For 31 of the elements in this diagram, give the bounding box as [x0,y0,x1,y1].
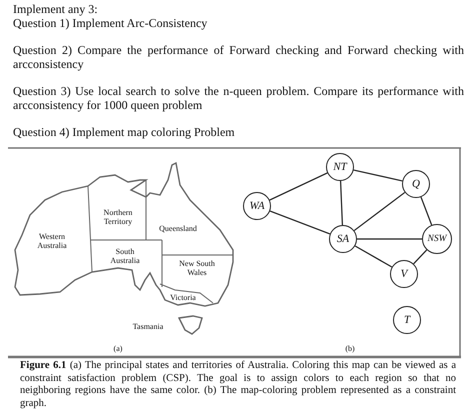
constraint-edge [270,210,330,235]
constraint-edge [354,245,392,268]
constraint-edge [413,250,428,264]
variable-node: WA [243,192,271,220]
question-text: Question 4) Implement map coloring Problem [13,125,236,139]
variable-node: T [393,306,421,334]
region-label: Queensland [158,224,198,233]
variable-node: SA [329,225,357,253]
figure-caption: Figure 6.1 (a) The principal states and territories of Australia. Coloring this map can be viewed as a constraint satisfaction problem (CSP). The goal is to assign colors to each region so that no neighboring regions have the same color. (b) The map-coloring problem represented as a constraint graph. [20,360,456,410]
constraint-edge [357,238,422,240]
variable-node: V [390,260,418,288]
constraint-edge [354,192,406,232]
region-label: Victoria [169,293,197,302]
constraint-edge [354,169,402,182]
region-label: South Australia [109,247,141,265]
region-label: Tasmania [132,322,164,331]
variable-node: NSW [422,224,452,254]
region-label: New South Wales [178,259,216,277]
constraint-edge [340,180,344,226]
variable-node: NT [326,153,354,181]
region-label: Western Australia [36,232,68,250]
question-text: Question 1) Implement Arc-Consistency [13,16,208,30]
question-text: Question 3) Use local search to solve the n-queen problem. Compare its performance with arcconsistency for 1000 queen problem [13,84,464,112]
constraint-edge [420,196,432,226]
panel-label: (a) [112,344,124,353]
panel-label: (b) [344,344,356,353]
constraint-edge [269,172,328,201]
question-text: Question 2) Compare the performance of Forward checking and Forward checking with arcconsistency [13,43,464,71]
region-label: Northern Territory [102,208,134,226]
variable-node: Q [402,170,430,198]
question-text: Implement any 3: [13,2,99,16]
